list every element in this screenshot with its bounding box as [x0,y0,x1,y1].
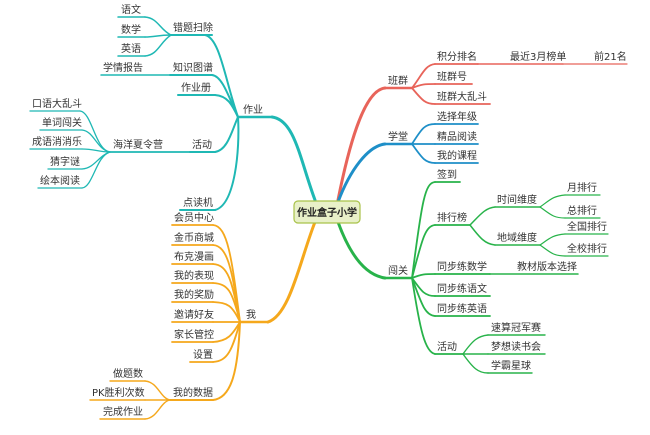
node-diyu[interactable]: 地域维度 [497,231,537,244]
node-yuwen[interactable]: 同步练语文 [437,282,487,295]
node-daluandou[interactable]: 班群大乱斗 [437,90,487,103]
node-jiaocai[interactable]: 教材版本选择 [517,260,577,273]
node-zuoyece[interactable]: 作业册 [181,82,211,94]
node-haiyang-huiben[interactable]: 绘本阅读 [40,174,80,187]
node-diandu[interactable]: 点读机 [183,196,213,209]
node-zuoye[interactable]: 作业 [243,104,263,116]
node-zongpaihang[interactable]: 总排行 [567,204,597,217]
node-cuoti-yingyu[interactable]: 英语 [121,42,141,55]
node-jifen-bangdan[interactable]: 最近3月榜单 [510,50,566,63]
node-shuju-zuoti[interactable]: 做题数 [113,367,143,380]
branch-banqun [336,63,628,202]
node-yingyu[interactable]: 同步练英语 [437,302,487,315]
node-jifen[interactable]: 积分排名 [437,50,477,63]
node-wo-jinbi[interactable]: 金币商城 [174,231,214,244]
node-banqun[interactable]: 班群 [388,74,408,87]
branch-zuoye [29,16,317,211]
node-quanxiao[interactable]: 全校排行 [567,242,607,255]
branch-xuetang [336,123,479,204]
node-xuetang-nianji[interactable]: 选择年级 [437,110,477,123]
node-wo[interactable]: 我 [246,309,256,321]
node-haiyang[interactable]: 海洋夏令营 [113,138,163,151]
node-xueqing[interactable]: 学情报告 [103,61,143,74]
node-shuju-wancheng[interactable]: 完成作业 [103,405,143,418]
node-haiyang-caizi[interactable]: 猜字谜 [50,155,80,168]
node-xuetang-yuedu[interactable]: 精品阅读 [437,130,477,143]
branch-wo [89,220,317,420]
node-haiyang-kouyu[interactable]: 口语大乱斗 [32,97,82,110]
node-haiyang-danci[interactable]: 单词闯关 [42,116,82,129]
node-haiyang-chengyu[interactable]: 成语消消乐 [32,135,82,148]
branch-yueguan [336,181,609,374]
node-zuoye-huodong[interactable]: 活动 [192,139,212,151]
node-shijian[interactable]: 时间维度 [497,193,537,206]
node-yueguan[interactable]: 闯关 [388,264,408,277]
node-susuan[interactable]: 速算冠军赛 [491,321,541,334]
node-yueguan-huodong[interactable]: 活动 [437,341,457,353]
node-xueba[interactable]: 学霸星球 [491,359,531,372]
node-mengxiang[interactable]: 梦想读书会 [491,340,541,353]
node-cuoti[interactable]: 错题扫除 [173,21,213,34]
node-wo-biaoxian[interactable]: 我的表现 [174,269,214,282]
center-label: 作业盒子小学 [297,206,357,219]
node-wo-shuju[interactable]: 我的数据 [173,386,213,399]
node-banqunhao[interactable]: 班群号 [437,70,467,83]
node-cuoti-shuxue[interactable]: 数学 [121,23,141,36]
node-wo-shezhi[interactable]: 设置 [193,349,213,361]
node-wo-jiazhang[interactable]: 家长管控 [174,328,214,341]
node-xuetang[interactable]: 学堂 [388,130,408,143]
node-shuju-pk[interactable]: PK胜利次数 [92,386,145,399]
node-qiandao[interactable]: 签到 [437,168,457,181]
center-node[interactable] [293,200,361,224]
node-cuoti-yuwen[interactable]: 语文 [121,3,141,16]
node-xuetang-kecheng[interactable]: 我的课程 [437,149,477,162]
node-wo-buke[interactable]: 布克漫画 [174,251,214,263]
node-zhishi[interactable]: 知识图谱 [173,61,213,74]
node-jifen-qian21[interactable]: 前21名 [594,50,627,63]
node-wo-jiangli[interactable]: 我的奖励 [174,288,214,301]
node-shuxue[interactable]: 同步练数学 [437,260,487,273]
node-yuepaihang[interactable]: 月排行 [567,181,597,194]
node-quanguo[interactable]: 全国排行 [567,220,607,233]
node-wo-huiyuan[interactable]: 会员中心 [174,211,214,224]
node-paihang[interactable]: 排行榜 [437,211,467,224]
node-wo-yaoqing[interactable]: 邀请好友 [174,308,214,321]
